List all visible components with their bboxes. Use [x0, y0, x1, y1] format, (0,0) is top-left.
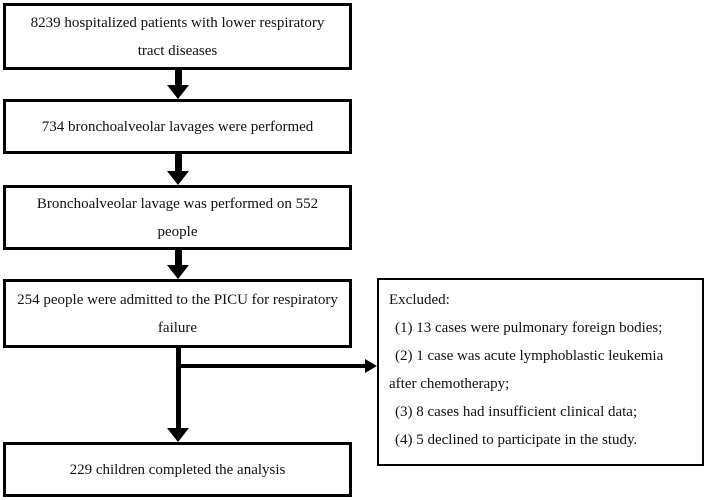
- box-hospitalized-patients-line-2: tract diseases: [137, 42, 218, 59]
- arrow-down-icon: [167, 265, 189, 279]
- box-picu-respiratory-failure: 254 people were admitted to the PICU for…: [3, 279, 352, 348]
- arrow-stem: [174, 70, 182, 85]
- box-lavage-on-people: Bronchoalveolar lavage was performed on …: [3, 185, 352, 250]
- arrow-stem: [178, 364, 365, 368]
- excluded-item-2: (2) 1 case was acute lymphoblastic leuke…: [395, 348, 664, 364]
- arrow-down-icon: [167, 85, 189, 99]
- arrow-stem: [174, 250, 182, 265]
- arrow-down-patients-to-lavages: [167, 70, 189, 99]
- excluded-item-1: (1) 13 cases were pulmonary foreign bodi…: [395, 320, 663, 336]
- box-lavage-on-people-line-2: people: [157, 223, 198, 240]
- box-completed-analysis-line-1: 229 children completed the analysis: [69, 461, 286, 478]
- arrow-down-picu-to-analysis: [167, 348, 189, 442]
- arrow-stem: [174, 154, 182, 171]
- box-completed-analysis: 229 children completed the analysis: [3, 442, 352, 497]
- box-picu-line-1: 254 people were admitted to the PICU for…: [17, 291, 338, 308]
- arrow-down-people-to-picu: [167, 250, 189, 279]
- box-hospitalized-patients: 8239 hospitalized patients with lower re…: [3, 3, 352, 70]
- arrow-stem: [175, 348, 181, 428]
- excluded-item-4: (4) 5 declined to participate in the stu…: [395, 432, 638, 448]
- excluded-item-2-continued: after chemotherapy;: [389, 376, 510, 392]
- arrow-down-icon: [167, 171, 189, 185]
- box-hospitalized-patients-line-1: 8239 hospitalized patients with lower re…: [30, 14, 325, 31]
- box-lavages-performed: 734 bronchoalveolar lavages were perform…: [3, 99, 352, 154]
- arrow-down-lavages-to-people: [167, 154, 189, 185]
- arrow-down-icon: [167, 428, 189, 442]
- arrow-right-icon: [365, 359, 377, 373]
- arrow-right-picu-to-excluded: [178, 357, 377, 375]
- excluded-item-3: (3) 8 cases had insufficient clinical da…: [395, 404, 638, 420]
- box-lavages-performed-line-1: 734 bronchoalveolar lavages were perform…: [41, 118, 314, 135]
- box-excluded: Excluded: (1) 13 cases were pulmonary fo…: [377, 278, 704, 466]
- excluded-title: Excluded:: [389, 292, 450, 308]
- box-lavage-on-people-line-1: Bronchoalveolar lavage was performed on …: [36, 195, 319, 212]
- box-picu-line-2: failure: [157, 319, 198, 336]
